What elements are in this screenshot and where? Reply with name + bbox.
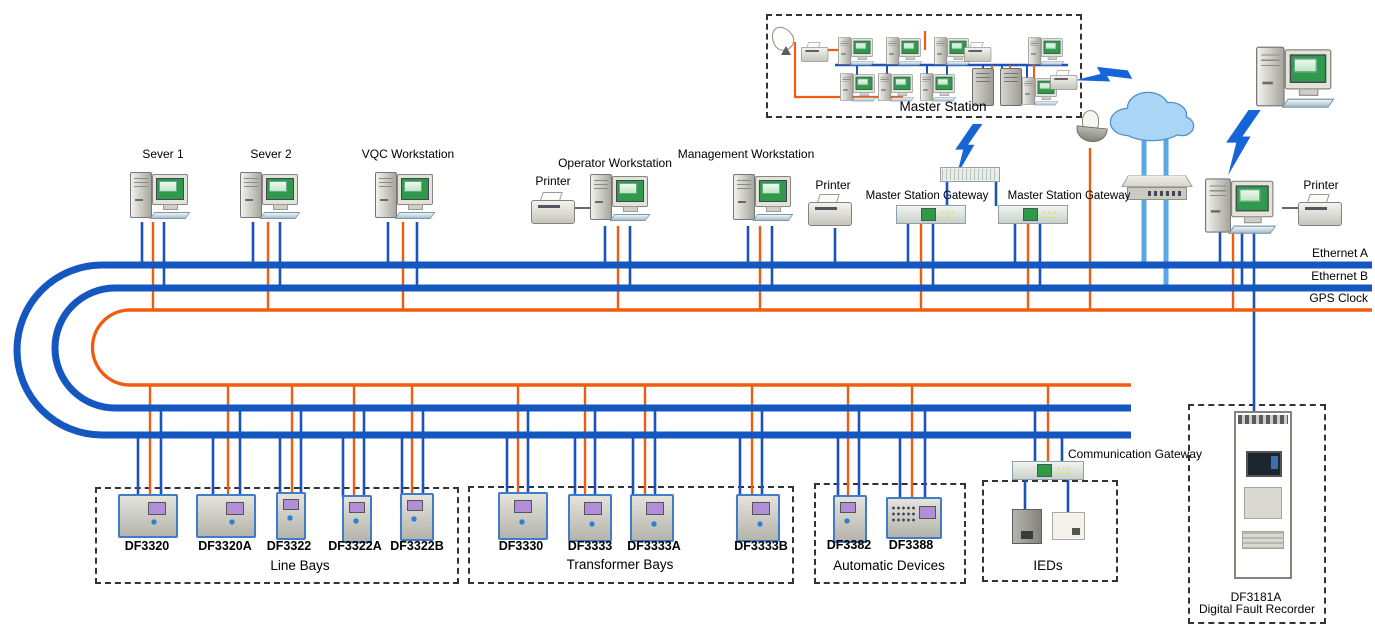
ms-printer1-icon xyxy=(801,42,829,62)
ied-device1-icon xyxy=(1012,509,1042,544)
automatic-devices-box xyxy=(814,483,966,584)
server2-label: Sever 2 xyxy=(250,147,292,161)
remote-workstation-icon xyxy=(1256,44,1335,114)
df3322b-label: DF3322B xyxy=(390,539,444,553)
df3382-label: DF3382 xyxy=(826,538,872,552)
ms-pc1-icon xyxy=(838,36,875,68)
management-printer-icon xyxy=(808,194,852,226)
df3322-label: DF3322 xyxy=(266,539,312,553)
server1-workstation-icon xyxy=(130,170,191,224)
ms-printer2-icon xyxy=(964,42,992,62)
operator-printer-label: Printer xyxy=(535,174,571,188)
management-workstation-icon xyxy=(733,172,794,226)
df3333b-relay-icon xyxy=(736,494,780,542)
management-printer-label: Printer xyxy=(815,178,851,192)
gps-clock-bus xyxy=(90,308,1372,387)
master-station-gateway1-icon xyxy=(896,205,966,224)
ms-pc5-icon xyxy=(840,72,877,104)
communication-gateway-icon xyxy=(1012,461,1084,480)
line-bays-label: Line Bays xyxy=(270,558,330,573)
ieds-label: IEDs xyxy=(1033,558,1063,573)
df3322a-relay-icon xyxy=(342,495,372,543)
ms-server2-icon xyxy=(1000,68,1022,106)
gps-antenna-icon xyxy=(1075,110,1108,152)
df3388-relay-icon xyxy=(886,497,942,539)
ethernet-drop-lines-bottom xyxy=(136,407,1070,514)
transformer-bays-label: Transformer Bays xyxy=(566,557,674,572)
master-station-gateway1-label: Master Station Gateway xyxy=(865,190,989,202)
line-bays-box xyxy=(95,487,459,584)
operator-label: Operator Workstation xyxy=(558,156,672,170)
ms-pc7-icon xyxy=(920,72,957,104)
df3330-label: DF3330 xyxy=(498,539,544,553)
df3320a-relay-icon xyxy=(196,494,256,538)
ms-server1-icon xyxy=(972,68,994,106)
df3322b-relay-icon xyxy=(400,493,434,541)
operator-workstation-icon xyxy=(590,172,651,226)
df3322-relay-icon xyxy=(276,492,306,540)
df3333a-relay-icon xyxy=(630,494,674,542)
df3320-relay-icon xyxy=(118,494,178,538)
df3320-label: DF3320 xyxy=(124,539,170,553)
df3382-relay-icon xyxy=(833,495,867,543)
ms-pc6-icon xyxy=(878,72,915,104)
satellite-dish-icon xyxy=(766,22,799,56)
ieds-box xyxy=(982,480,1118,582)
server2-workstation-icon xyxy=(240,170,301,224)
ethernet-b-label: Ethernet B xyxy=(1311,269,1368,283)
lightning-bolt-icons xyxy=(955,66,1261,176)
df3333-relay-icon xyxy=(568,494,612,542)
fault-recorder-rack-icon xyxy=(1234,411,1292,579)
bus-lines xyxy=(13,261,1372,439)
ethernet-drop-lines-top xyxy=(140,179,1256,413)
df3322a-label: DF3322A xyxy=(328,539,382,553)
gps-drop-lines-bottom xyxy=(148,386,1050,499)
df3333-label: DF3333 xyxy=(567,539,613,553)
ethernet-a-bus xyxy=(13,261,1372,439)
master-station-box xyxy=(766,14,1082,118)
cloud-icon xyxy=(1109,91,1195,142)
management-label: Management Workstation xyxy=(677,147,815,161)
master-station-gateway2-icon xyxy=(998,205,1068,224)
ms-pc2-icon xyxy=(886,36,923,68)
df3330-relay-icon xyxy=(498,492,548,540)
fault-recorder-box xyxy=(1188,404,1326,624)
ethernet-a-label: Ethernet A xyxy=(1311,246,1368,260)
df3333a-label: DF3333A xyxy=(627,539,681,553)
radio-modem-icon xyxy=(940,167,1000,182)
transformer-bays-box xyxy=(468,486,794,584)
df3333b-label: DF3333B xyxy=(734,539,788,553)
gps-clock-label: GPS Clock xyxy=(1309,291,1368,305)
vqc-workstation-icon xyxy=(375,170,436,224)
engineer-printer-icon xyxy=(1298,194,1342,226)
server1-label: Sever 1 xyxy=(142,147,184,161)
master-station-gateway2-label: Master Station Gateway xyxy=(1007,190,1131,202)
master-station-label: Master Station xyxy=(899,99,987,114)
communication-gateway-label: Communication Gateway xyxy=(1067,447,1203,461)
vqc-label: VQC Workstation xyxy=(361,147,455,161)
df3388-label: DF3388 xyxy=(888,538,934,552)
operator-printer-icon xyxy=(531,192,575,224)
ms-pc4-icon xyxy=(1028,36,1065,68)
automatic-devices-label: Automatic Devices xyxy=(833,558,945,573)
df3320a-label: DF3320A xyxy=(198,539,252,553)
ethernet-b-bus xyxy=(51,284,1372,412)
ied-device2-icon xyxy=(1052,512,1085,540)
fault-recorder-name-label: Digital Fault Recorder xyxy=(1198,602,1316,616)
router-switch-icon xyxy=(1121,170,1193,204)
engineer-workstation-icon xyxy=(1205,176,1277,240)
engineer-printer-label: Printer xyxy=(1303,178,1339,192)
ms-printer3-icon xyxy=(1050,70,1078,90)
ms-pc3-icon xyxy=(934,36,971,68)
fault-recorder-model-label: DF3181A xyxy=(1230,590,1282,604)
